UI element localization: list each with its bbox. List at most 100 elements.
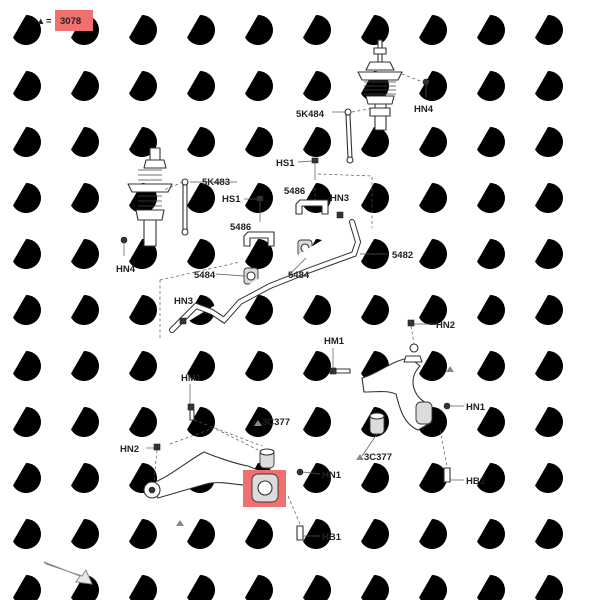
watermark-gear-icon (535, 15, 563, 45)
watermark-gear-icon (419, 127, 447, 157)
nut-hn3-right (336, 211, 344, 219)
watermark-gear-icon (477, 351, 505, 381)
watermark-gear-icon (535, 239, 563, 269)
nut-hn4-right (401, 73, 430, 98)
watermark-gear-icon (245, 71, 273, 101)
watermark-gear-icon (129, 71, 157, 101)
watermark-gear-icon (303, 407, 331, 437)
watermark-gear-icon (13, 575, 41, 600)
watermark-gear-icon (535, 183, 563, 213)
watermark-gear-icon (245, 519, 273, 549)
triangle-icon (176, 520, 184, 526)
label-hn2-right: HN2 (436, 320, 455, 331)
nut-hn1-right (443, 402, 451, 410)
legend-highlight (55, 10, 93, 31)
watermark-gear-icon (187, 15, 215, 45)
label-hn2-left: HN2 (120, 444, 139, 455)
lower-arm-right (361, 343, 433, 431)
watermark-gear-icon (477, 183, 505, 213)
label-5482: 5482 (392, 250, 413, 261)
legend: ▲ = 3078 (36, 10, 93, 31)
highlighted-bushing-3078[interactable] (243, 470, 286, 507)
left-strut (127, 147, 173, 247)
watermark-gear-icon (361, 463, 389, 493)
watermark-gear-icon (13, 407, 41, 437)
watermark-gear-icon (71, 239, 99, 269)
watermark-gear-icon (535, 295, 563, 325)
label-3c377-right: 3C377 (364, 452, 392, 463)
watermark-gear-icon (419, 183, 447, 213)
label-hn1-right: HN1 (466, 402, 486, 413)
watermark-gear-icon (245, 15, 273, 45)
watermark-gear-icon (477, 295, 505, 325)
label-hs1-top: HS1 (276, 158, 295, 169)
watermark-gear-icon (477, 15, 505, 45)
watermark-gear-icon (71, 351, 99, 381)
label-5486-right: 5486 (284, 186, 305, 197)
right-strut (357, 39, 403, 131)
triangle-icon (254, 420, 262, 426)
triangle-icon: ▲ (36, 16, 45, 27)
label-5486-left: 5486 (230, 222, 251, 233)
watermark-gear-icon (129, 519, 157, 549)
bolt-hm1-right (329, 367, 351, 375)
bolt-hm1-left (169, 403, 263, 451)
watermark-gear-icon (13, 295, 41, 325)
watermark-gear-icon (187, 239, 215, 269)
stabilizer-link-5k484 (344, 107, 375, 164)
bushing-3c377-left (259, 448, 275, 469)
watermark-gear-icon (535, 71, 563, 101)
bracket-5486-left (243, 231, 275, 247)
watermark-gear-icon (187, 575, 215, 600)
label-hs1-left: HS1 (222, 194, 241, 205)
watermark-gear-icon (13, 183, 41, 213)
watermark-gear-icon (13, 519, 41, 549)
watermark-gear-icon (419, 71, 447, 101)
label-hm1-left: HM1 (181, 373, 202, 384)
nut-hn1-left (296, 468, 304, 476)
watermark-gear-icon (419, 15, 447, 45)
watermark-gear-icon (13, 127, 41, 157)
watermark-gear-icon (535, 351, 563, 381)
label-hn3-right: HN3 (330, 193, 349, 204)
stabilizer-bar-5482 (159, 173, 373, 340)
watermark-gear-icon (303, 15, 331, 45)
watermark-gear-icon (477, 519, 505, 549)
triangle-icon (356, 454, 364, 460)
label-hb1-left: HB1 (322, 532, 342, 543)
watermark-gear-icon (187, 71, 215, 101)
watermark-gear-icon (477, 575, 505, 600)
watermark-gear-icon (361, 183, 389, 213)
watermark-gear-icon (303, 351, 331, 381)
watermark-gear-icon (71, 519, 99, 549)
watermark-gear-icon (129, 351, 157, 381)
watermark-gear-icon (419, 239, 447, 269)
watermark-gear-icon (535, 407, 563, 437)
bolt-hs1-top (311, 157, 319, 180)
watermark-gear-icon (477, 127, 505, 157)
bushing-5484-left (243, 267, 259, 285)
nut-hn2-left (153, 443, 161, 483)
nut-hn2-right (407, 319, 415, 345)
watermark-gear-icon (477, 71, 505, 101)
watermark-gear-icon (71, 71, 99, 101)
label-5484-left: 5484 (194, 270, 216, 281)
arrow-icon[interactable] (43, 561, 93, 585)
watermark-gear-icon (535, 575, 563, 600)
label-hn3-left: HN3 (174, 296, 193, 307)
bolt-hs1-left (256, 195, 264, 222)
watermark-gear-icon (303, 295, 331, 325)
watermark-gear-icon (303, 575, 331, 600)
watermark-gear-icon (71, 295, 99, 325)
watermark-gear-icon (535, 127, 563, 157)
watermark-gear-icon (187, 127, 215, 157)
watermark-gear-icon (129, 575, 157, 600)
label-hn4-right: HN4 (414, 104, 434, 115)
watermark-pattern (13, 15, 563, 600)
label-hb1-right: HB1 (466, 476, 486, 487)
watermark-gear-icon (71, 407, 99, 437)
nut-hn4-left (120, 236, 128, 256)
watermark-gear-icon (419, 351, 447, 381)
watermark-gear-icon (245, 351, 273, 381)
